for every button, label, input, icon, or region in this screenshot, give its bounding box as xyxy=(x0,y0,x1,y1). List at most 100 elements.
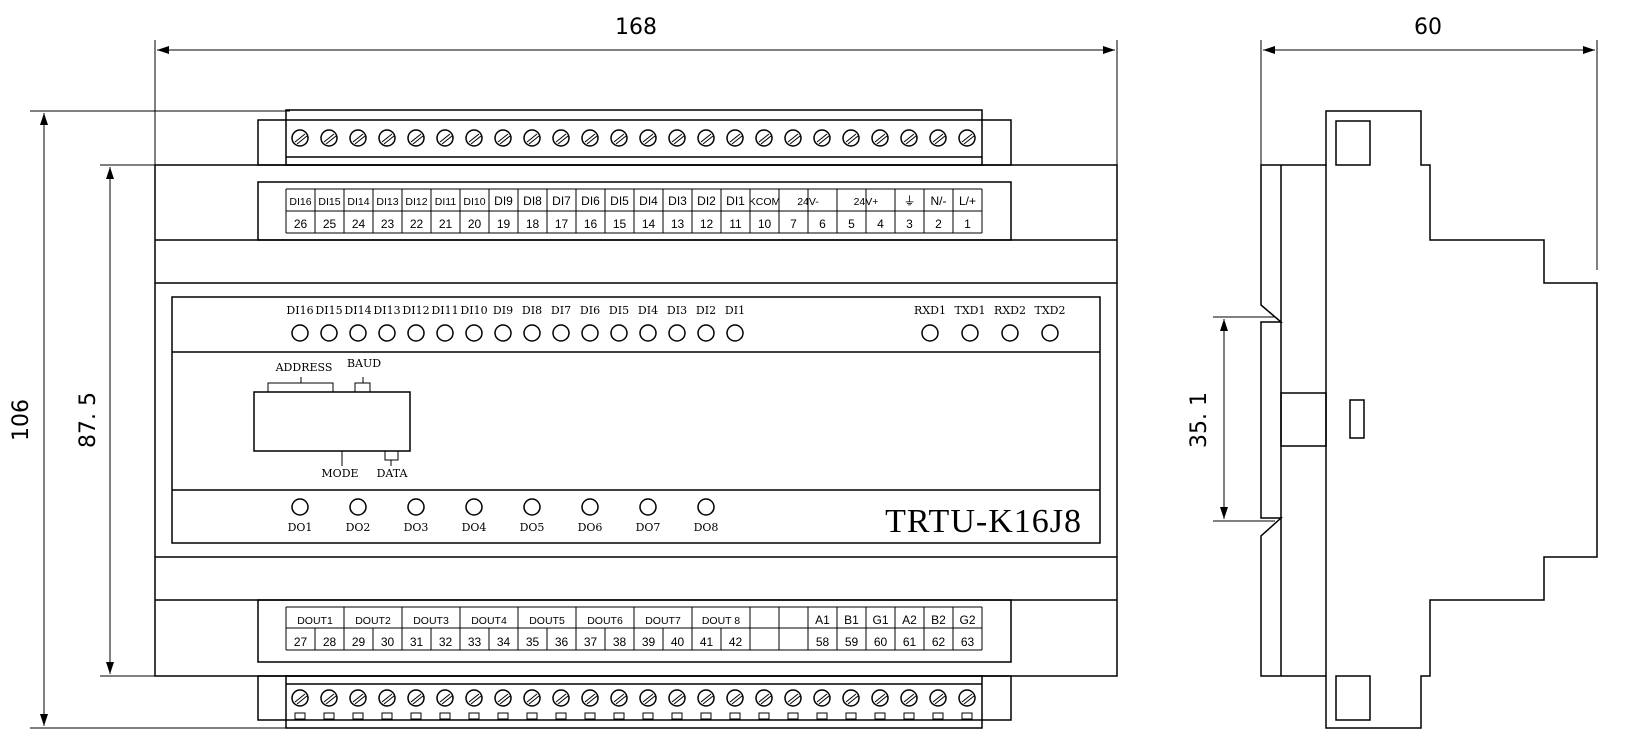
depth-dimension: 60 xyxy=(1414,15,1442,40)
svg-text:36: 36 xyxy=(555,635,569,649)
terminal-number: 23 xyxy=(381,217,395,231)
svg-text:DI4: DI4 xyxy=(638,304,658,317)
di-led: DI2 xyxy=(696,304,716,342)
svg-text:28: 28 xyxy=(323,635,337,649)
model-name: TRTU-K16J8 xyxy=(885,503,1082,540)
screw-terminal xyxy=(958,689,976,720)
screw-terminal xyxy=(900,129,918,147)
screw-terminal xyxy=(494,689,512,720)
screw-terminal xyxy=(958,129,976,147)
terminal-label: DI16 xyxy=(289,196,311,208)
inner-height-dimension: 87. 5 xyxy=(76,392,101,448)
svg-text:DO8: DO8 xyxy=(694,521,719,534)
svg-text:30: 30 xyxy=(381,635,395,649)
comm-terminal: A2 61 xyxy=(902,613,917,649)
di-led: DI8 xyxy=(522,304,542,342)
svg-text:B2: B2 xyxy=(931,613,946,627)
screw-terminal xyxy=(436,689,454,720)
do-led: DO4 xyxy=(462,498,486,534)
svg-text:DOUT4: DOUT4 xyxy=(471,615,507,627)
terminal-label: DI7 xyxy=(552,194,571,208)
terminal-label: DI3 xyxy=(668,194,687,208)
svg-text:DI6: DI6 xyxy=(580,304,600,317)
svg-text:A2: A2 xyxy=(902,613,917,627)
terminal-number: 13 xyxy=(671,217,685,231)
svg-text:DO2: DO2 xyxy=(346,521,371,534)
dout-group: DOUT4 33 34 xyxy=(468,615,511,649)
screw-terminal xyxy=(668,689,686,720)
svg-text:DOUT1: DOUT1 xyxy=(297,615,333,627)
terminal-number: 10 xyxy=(758,217,772,231)
terminal-number: 17 xyxy=(555,217,569,231)
screw-terminal xyxy=(668,129,686,147)
screw-terminal xyxy=(465,129,483,147)
svg-text:DI10: DI10 xyxy=(460,304,487,317)
screw-terminal xyxy=(871,129,889,147)
svg-text:TXD1: TXD1 xyxy=(955,304,986,317)
screw-terminal xyxy=(726,689,744,720)
terminal-label: DI6 xyxy=(581,194,600,208)
svg-text:29: 29 xyxy=(352,635,366,649)
do-led: DO7 xyxy=(636,498,660,534)
screw-terminal xyxy=(842,129,860,147)
screw-terminal xyxy=(523,689,541,720)
svg-text:60: 60 xyxy=(874,635,888,649)
svg-text:33: 33 xyxy=(468,635,482,649)
di-led: DI14 xyxy=(344,304,372,342)
svg-text:61: 61 xyxy=(903,635,917,649)
svg-text:DOUT6: DOUT6 xyxy=(587,615,623,627)
svg-text:59: 59 xyxy=(845,635,859,649)
screw-terminal xyxy=(755,689,773,720)
di-led: DI13 xyxy=(373,304,401,342)
terminal-number: 18 xyxy=(526,217,540,231)
terminal-number: 14 xyxy=(642,217,656,231)
screw-terminal xyxy=(552,129,570,147)
terminal-label: DI2 xyxy=(697,194,716,208)
bottom-terminal-block xyxy=(257,675,1012,721)
svg-text:DO3: DO3 xyxy=(404,521,429,534)
svg-text:DI14: DI14 xyxy=(344,304,371,317)
di-led: DI4 xyxy=(638,304,658,342)
svg-text:41: 41 xyxy=(700,635,714,649)
screw-terminal xyxy=(784,129,802,147)
terminal-label: ⏚ xyxy=(903,194,915,208)
svg-text:35: 35 xyxy=(526,635,540,649)
screw-terminal xyxy=(610,129,628,147)
svg-text:DOUT3: DOUT3 xyxy=(413,615,449,627)
svg-text:DI8: DI8 xyxy=(522,304,542,317)
front-view: 168 106 87. 5 DI1626DI1525DI1424DI1323DI… xyxy=(9,15,1118,729)
svg-text:42: 42 xyxy=(729,635,743,649)
do-led: DO3 xyxy=(404,498,429,534)
svg-text:34: 34 xyxy=(497,635,511,649)
terminal-label: DI15 xyxy=(318,196,340,208)
dout-group: DOUT 8 41 42 xyxy=(700,615,743,649)
svg-text:38: 38 xyxy=(613,635,627,649)
svg-text:DI16: DI16 xyxy=(286,304,313,317)
terminal-number: 7 xyxy=(790,217,797,231)
svg-text:TXD2: TXD2 xyxy=(1035,304,1066,317)
terminal-number: 3 xyxy=(906,217,913,231)
svg-text:40: 40 xyxy=(671,635,685,649)
svg-text:B1: B1 xyxy=(844,613,859,627)
svg-text:58: 58 xyxy=(816,635,830,649)
terminal-number: 16 xyxy=(584,217,598,231)
do-led: DO8 xyxy=(694,498,719,534)
top-label-strip xyxy=(257,181,1012,241)
svg-text:DO6: DO6 xyxy=(578,521,603,534)
screw-terminal xyxy=(813,689,831,720)
screw-terminal xyxy=(349,689,367,720)
top-screws xyxy=(291,129,976,147)
svg-text:DOUT 8: DOUT 8 xyxy=(702,615,740,627)
svg-text:DI13: DI13 xyxy=(373,304,400,317)
terminal-number: 26 xyxy=(294,217,308,231)
screw-terminal xyxy=(697,689,715,720)
svg-text:32: 32 xyxy=(439,635,453,649)
svg-text:62: 62 xyxy=(932,635,946,649)
side-latch xyxy=(1349,399,1365,439)
screw-terminal xyxy=(320,689,338,720)
